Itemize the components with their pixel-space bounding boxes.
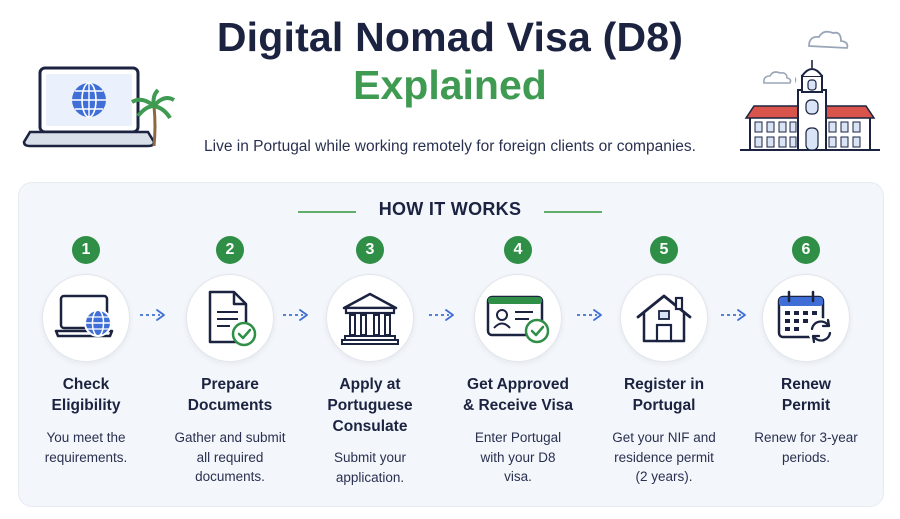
dashed-arrow-icon: [721, 309, 746, 321]
id-card-check-icon: [486, 295, 550, 344]
dashed-arrow-icon: [283, 309, 308, 321]
step-icon-circle: [42, 274, 130, 362]
step-icon-circle: [186, 274, 274, 362]
page-subtitle: Live in Portugal while working remotely …: [204, 138, 696, 155]
portuguese-building-illustration: [740, 60, 880, 151]
step-number-badge: 1: [72, 236, 100, 264]
dashed-arrow-icon: [577, 309, 602, 321]
document-check-icon: [208, 290, 257, 347]
calendar-renew-icon: [777, 290, 834, 344]
how-it-works-panel: [18, 182, 884, 507]
heading-rule-right: [544, 211, 602, 213]
consulate-building-icon: [341, 292, 399, 345]
dashed-arrow-icon: [140, 309, 165, 321]
page-title: Digital Nomad Visa (D8): [216, 14, 684, 60]
step-number-badge: 5: [650, 236, 678, 264]
house-icon: [636, 294, 692, 343]
step-number-badge: 3: [356, 236, 384, 264]
step-icon-circle: [326, 274, 414, 362]
laptop-globe-icon: [54, 294, 114, 338]
step-number-badge: 2: [216, 236, 244, 264]
step-icon-circle: [620, 274, 708, 362]
dashed-arrow-icon: [429, 309, 454, 321]
section-heading: HOW IT WORKS: [378, 199, 522, 219]
heading-rule-left: [298, 211, 356, 213]
step-title: Get Approved& Receive Visa: [462, 376, 573, 414]
laptop-globe-palm-illustration: [22, 66, 176, 148]
cloud-icon: [795, 30, 849, 83]
step-icon-circle: [474, 274, 562, 362]
step-number-badge: 6: [792, 236, 820, 264]
step-icon-circle: [762, 274, 850, 362]
cloud-icon: [763, 71, 792, 84]
page-title-highlight: Explained: [353, 62, 547, 108]
step-number-badge: 4: [504, 236, 532, 264]
